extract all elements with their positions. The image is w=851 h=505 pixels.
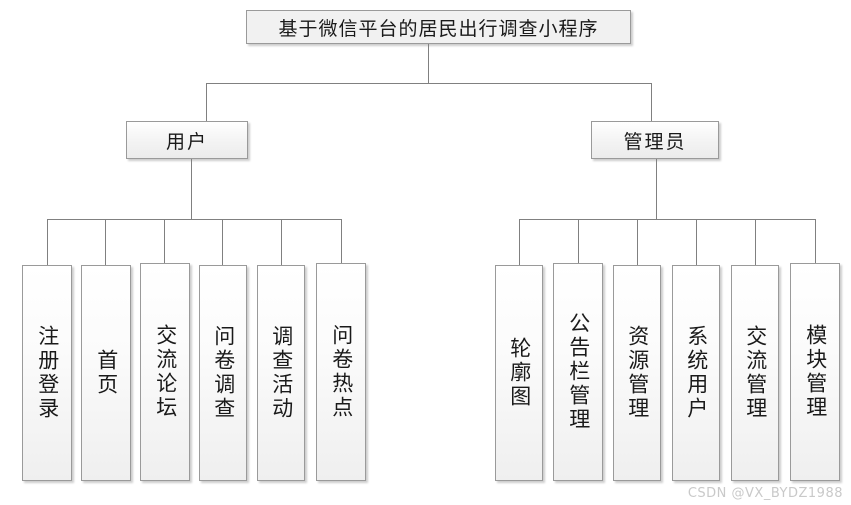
node-leaf-admin-3-label: 系统用户 [684,325,709,421]
node-leaf-user-4[interactable]: 调查活动 [257,265,305,481]
node-leaf-admin-0-label: 轮廓图 [507,337,532,409]
node-leaf-admin-4-label: 交流管理 [743,325,768,421]
connector-branch-user-drop [206,83,207,121]
node-leaf-admin-5-label: 模块管理 [803,324,828,420]
node-leaf-admin-1-label: 公告栏管理 [566,312,591,432]
connector-user-leaf-2 [164,219,165,265]
node-leaf-user-2[interactable]: 交流论坛 [140,263,190,481]
connector-admin-leaf-5 [815,219,816,265]
connector-level1-bus [206,83,651,84]
connector-branch-admin-drop [651,83,652,121]
connector-user-leaf-3 [222,219,223,265]
connector-admin-leaf-3 [696,219,697,265]
watermark: CSDN @VX_BYDZ1988 [687,486,843,501]
node-leaf-admin-5[interactable]: 模块管理 [790,263,840,481]
node-leaf-user-3[interactable]: 问卷调查 [199,265,247,481]
node-branch-admin-label: 管理员 [623,131,687,153]
node-leaf-user-1-label: 首页 [94,349,119,397]
node-leaf-user-5[interactable]: 问卷热点 [316,263,366,481]
connector-user-leaf-1 [105,219,106,265]
connector-user-leaf-0 [47,219,48,265]
connector-user-drop [191,159,192,219]
node-leaf-admin-1[interactable]: 公告栏管理 [553,263,603,481]
node-leaf-user-2-label: 交流论坛 [153,324,178,420]
node-root[interactable]: 基于微信平台的居民出行调查小程序 [246,10,631,44]
node-leaf-admin-3[interactable]: 系统用户 [672,265,720,481]
node-leaf-admin-4[interactable]: 交流管理 [731,265,779,481]
node-leaf-user-1[interactable]: 首页 [81,265,131,481]
connector-admin-drop [656,159,657,219]
connector-root-drop [428,44,429,83]
node-leaf-user-0-label: 注册登录 [35,325,60,421]
node-branch-user[interactable]: 用户 [126,121,248,159]
node-leaf-admin-2[interactable]: 资源管理 [613,265,661,481]
connector-user-leaf-5 [341,219,342,265]
node-root-label: 基于微信平台的居民出行调查小程序 [278,18,599,40]
connector-admin-leaf-2 [637,219,638,265]
node-leaf-admin-0[interactable]: 轮廓图 [495,265,543,481]
node-leaf-user-3-label: 问卷调查 [211,325,236,421]
connector-user-leaf-4 [281,219,282,265]
connector-admin-bus [519,219,815,220]
connector-admin-leaf-0 [519,219,520,265]
connector-admin-leaf-1 [578,219,579,265]
node-branch-admin[interactable]: 管理员 [591,121,719,159]
node-branch-user-label: 用户 [165,131,208,153]
connector-admin-leaf-4 [755,219,756,265]
node-leaf-user-5-label: 问卷热点 [329,324,354,420]
connector-user-bus [47,219,341,220]
node-leaf-user-0[interactable]: 注册登录 [22,265,72,481]
node-leaf-admin-2-label: 资源管理 [625,325,650,421]
node-leaf-user-4-label: 调查活动 [269,325,294,421]
